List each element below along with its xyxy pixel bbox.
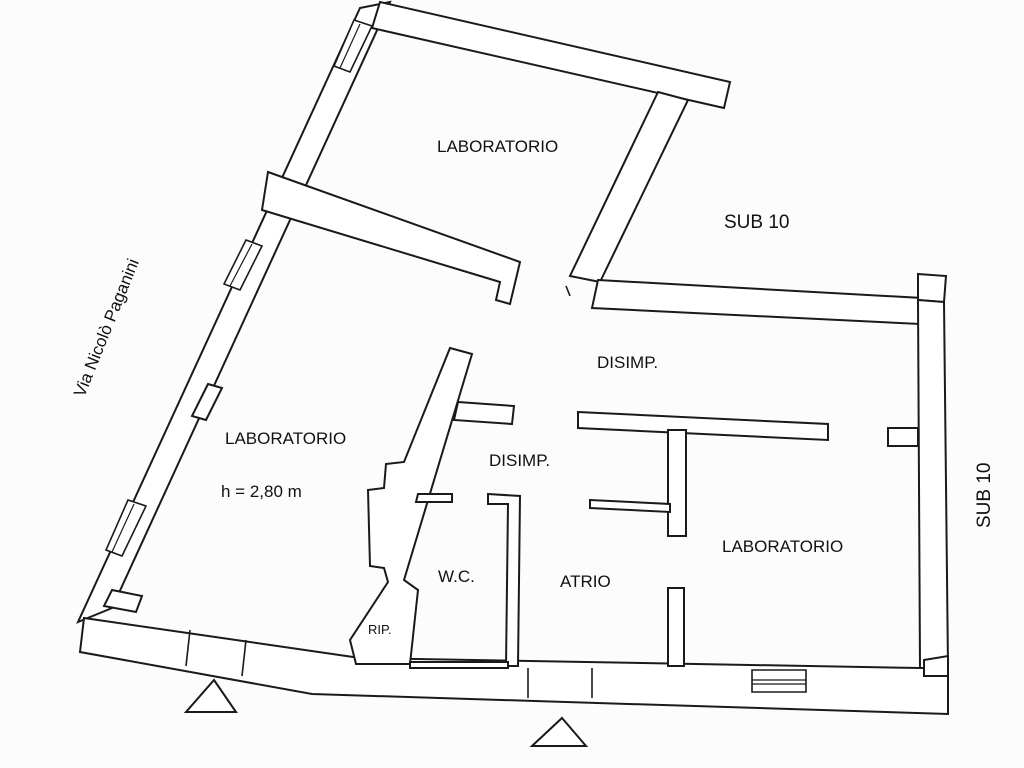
lab-right-divider	[667, 429, 687, 537]
room-label-disimp-upper: DISIMP.	[597, 353, 658, 372]
window-middle	[222, 238, 264, 292]
room-label-wc: W.C.	[438, 567, 475, 586]
left-pilaster-1	[190, 382, 224, 422]
right-wall-notch	[887, 427, 919, 447]
top-wall	[370, 0, 732, 110]
room-height-label: h = 2,80 m	[221, 482, 302, 501]
entrance-arrow-right	[529, 716, 589, 747]
windows	[104, 19, 807, 698]
atrio-stub	[589, 498, 671, 514]
sub10-divider-wall	[590, 278, 924, 326]
atrio-lab-wall	[667, 587, 685, 667]
right-pilaster	[917, 272, 948, 304]
room-label-disimp-lower: DISIMP.	[489, 451, 550, 470]
wc-stub	[414, 493, 453, 503]
room-label-lab-left: LABORATORIO	[225, 429, 346, 448]
room-label-atrio: ATRIO	[560, 572, 611, 591]
interior-walls	[102, 170, 829, 669]
disimp-stub-a	[452, 400, 516, 426]
room-label-rip: RIP.	[368, 622, 392, 637]
bottom-right-stub	[923, 654, 949, 677]
door-mark	[565, 285, 571, 297]
room-label-lab-right: LABORATORIO	[722, 537, 843, 556]
room-label-lab-top: LABORATORIO	[437, 137, 558, 156]
sub-label-top: SUB 10	[724, 212, 789, 233]
lower-disimp-wall	[577, 410, 829, 442]
left-pilaster-2	[102, 588, 144, 614]
upper-lab-partition	[260, 170, 522, 306]
entrance-arrow-left	[183, 678, 238, 713]
street-label: Via Nicolò Paganini	[70, 256, 143, 400]
left-lab-right-wall	[348, 346, 474, 665]
upper-lab-right-wall	[568, 90, 690, 284]
sub-label-right: SUB 10	[974, 463, 995, 528]
window-bottom	[751, 669, 807, 693]
wc-atrio-wall	[487, 492, 522, 667]
right-wall	[916, 298, 950, 669]
wc-bottom	[409, 661, 509, 669]
